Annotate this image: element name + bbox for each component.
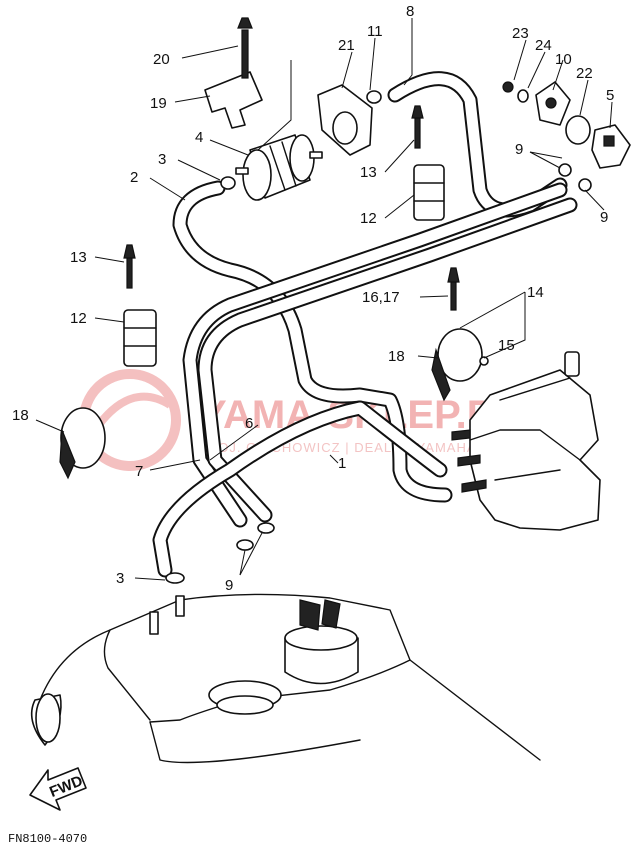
callout-4: 4	[195, 129, 203, 146]
callout-22: 22	[576, 65, 593, 82]
callout-9-upper-right: 9	[515, 141, 523, 158]
fuel-tank	[30, 593, 541, 764]
callout-13-left: 13	[70, 249, 87, 266]
callout-10: 10	[555, 51, 572, 68]
callout-21: 21	[338, 37, 355, 54]
watermark-logo-swoosh-icon	[91, 392, 173, 433]
callout-20: 20	[153, 51, 170, 68]
callout-2: 2	[130, 169, 138, 186]
callout-6: 6	[245, 415, 253, 432]
callout-11: 11	[367, 23, 383, 40]
callout-9-right: 9	[600, 209, 608, 226]
forward-direction-arrow: FWD	[29, 767, 87, 811]
fuel-pump-body	[284, 637, 359, 685]
callout-13-right: 13	[360, 164, 377, 181]
callout-18-left: 18	[12, 407, 29, 424]
filter-bracket	[317, 84, 373, 156]
callout-12-left: 12	[70, 310, 87, 327]
callout-5: 5	[606, 87, 614, 104]
callout-14: 14	[527, 284, 544, 301]
petcock-assembly	[502, 81, 631, 169]
callout-7: 7	[135, 463, 143, 480]
band-left	[59, 407, 106, 480]
callout-15: 15	[498, 337, 515, 354]
callout-18-right: 18	[388, 348, 405, 365]
callout-12-right: 12	[360, 210, 377, 227]
callout-24: 24	[535, 37, 552, 54]
callout-9-lower: 9	[225, 577, 233, 594]
callout-3-lower: 3	[116, 570, 124, 587]
band-right	[431, 267, 489, 402]
fuel-hoses	[152, 71, 578, 578]
callout-16-17: 16,17	[362, 289, 400, 306]
mount-plate	[204, 17, 263, 129]
leader-lines	[35, 18, 613, 581]
hose-clip-upper	[411, 105, 445, 221]
callout-1: 1	[338, 455, 346, 472]
hose-clip-lower	[123, 244, 157, 367]
callout-23: 23	[512, 25, 529, 42]
fuel-filter	[235, 134, 323, 201]
callout-3-upper: 3	[158, 151, 166, 168]
callout-labels: 20 21 11 8 23 24 10 22 5 19 4 3 2 13 12 …	[12, 3, 614, 594]
carburetor-assembly	[451, 351, 601, 531]
hose-clamps	[165, 90, 592, 584]
callout-19: 19	[150, 95, 167, 112]
callout-8: 8	[406, 3, 414, 20]
diagram-reference-code: FN8100-4070	[8, 832, 87, 846]
